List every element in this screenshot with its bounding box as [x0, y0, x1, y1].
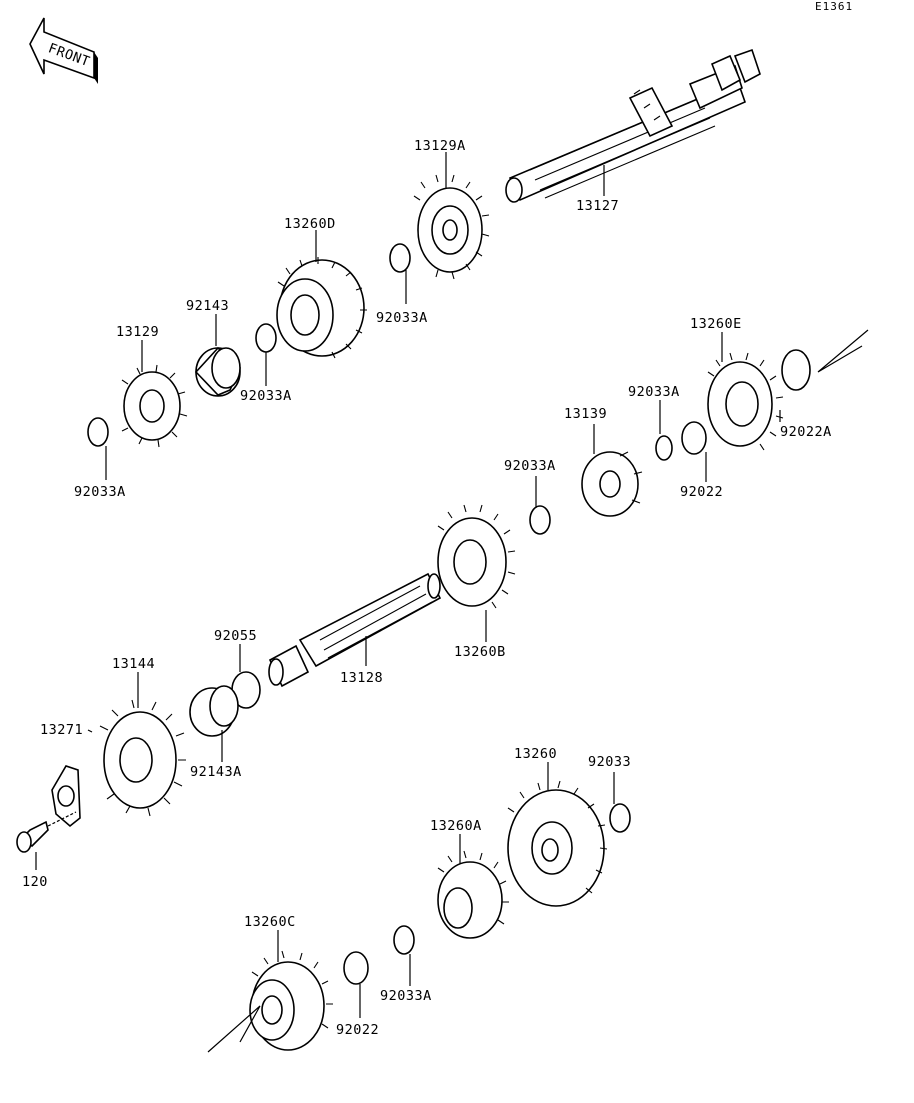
label-92022-a: 92022 — [680, 484, 723, 500]
circlip-92033A-d — [655, 435, 673, 461]
gear-13260 — [507, 780, 608, 907]
leader-lines — [35, 152, 781, 1018]
bolt-guide-line — [47, 811, 77, 827]
shaft-13128 — [268, 572, 442, 688]
gear-13260B — [437, 504, 516, 609]
sprocket-13144 — [99, 699, 186, 817]
label-13129A: 13129A — [414, 138, 466, 154]
diagram-code: E1361 — [815, 0, 853, 13]
bush-92143A — [189, 685, 239, 737]
washer-92022A — [781, 349, 811, 391]
label-13260B: 13260B — [454, 644, 506, 660]
circlip-92033A-e — [529, 505, 551, 535]
circlip-92033A-b — [255, 323, 277, 353]
label-13127: 13127 — [576, 198, 619, 214]
label-13144: 13144 — [112, 656, 155, 672]
label-13271: 13271 — [40, 722, 83, 738]
label-92033A-c: 92033A — [74, 484, 126, 500]
label-92033: 92033 — [588, 754, 631, 770]
label-13260E: 13260E — [690, 316, 742, 332]
gear-13260D — [276, 257, 367, 359]
gear-13129 — [121, 364, 188, 448]
bolt-120 — [16, 820, 49, 853]
label-92022-b: 92022 — [336, 1022, 379, 1038]
circlip-92033 — [609, 803, 631, 833]
circlip-92033A-c — [87, 417, 109, 447]
gear-13260C — [249, 950, 333, 1051]
label-13139: 13139 — [564, 406, 607, 422]
direction-pointer-upper — [817, 329, 869, 373]
label-92033A-f: 92033A — [380, 988, 432, 1004]
gear-13260E — [707, 352, 784, 451]
label-13260: 13260 — [514, 746, 557, 762]
label-13260D: 13260D — [284, 216, 336, 232]
label-92033A-d: 92033A — [628, 384, 680, 400]
gear-13129A — [413, 174, 490, 280]
label-92033A-e: 92033A — [504, 458, 556, 474]
direction-pointer-lower — [207, 1005, 261, 1053]
shaft-13127 — [505, 48, 761, 203]
label-13129: 13129 — [116, 324, 159, 340]
label-120: 120 — [22, 874, 48, 890]
label-13260C: 13260C — [244, 914, 296, 930]
label-92055: 92055 — [214, 628, 257, 644]
front-arrow-icon: FRONT — [29, 17, 98, 84]
bush-92143 — [194, 346, 241, 397]
circlip-92033A-f — [393, 925, 415, 955]
label-13128: 13128 — [340, 670, 383, 686]
label-92022A: 92022A — [780, 424, 832, 440]
washer-92022-b — [343, 951, 369, 985]
washer-92022-a — [681, 421, 707, 455]
label-92143: 92143 — [186, 298, 229, 314]
gear-13260A — [437, 850, 509, 939]
part-labels: 13127 13129A 13260D 92033A 92143 13129 9… — [22, 138, 832, 1038]
hub-13139 — [581, 451, 643, 517]
label-92033A-b: 92033A — [240, 388, 292, 404]
label-13260A: 13260A — [430, 818, 482, 834]
label-92033A-a: 92033A — [376, 310, 428, 326]
plate-13271 — [51, 765, 81, 828]
label-92143A: 92143A — [190, 764, 242, 780]
circlip-92033A-a — [389, 243, 411, 273]
